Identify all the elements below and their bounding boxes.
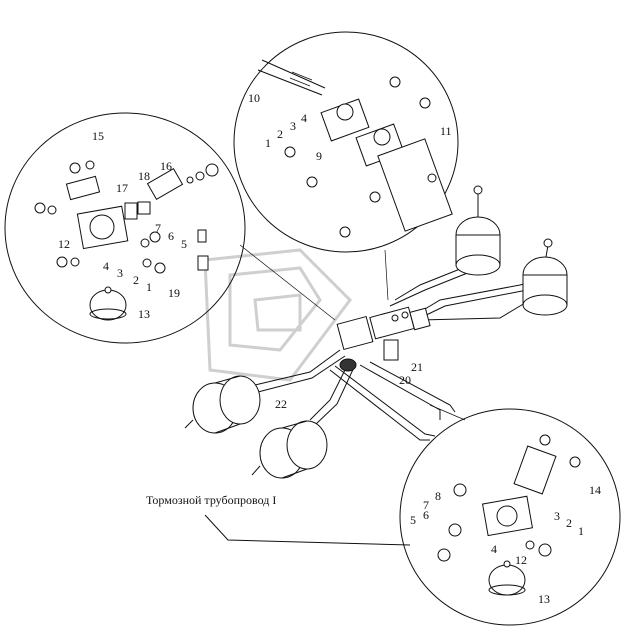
callout-left-7: 7 — [155, 221, 161, 235]
callout-top-10: 10 — [248, 91, 260, 105]
brake-chamber-center-2 — [251, 420, 328, 479]
top-detail-parts — [257, 59, 453, 238]
callouts-top: 10 1 2 3 4 9 11 — [248, 91, 452, 163]
callout-right-2: 2 — [566, 516, 572, 530]
callout-right-12: 12 — [515, 553, 527, 567]
right-detail-parts — [437, 434, 581, 596]
callout-right-3: 3 — [554, 509, 560, 523]
callout-left-13: 13 — [138, 307, 150, 321]
callout-left-1: 1 — [146, 280, 152, 294]
callout-left-17: 17 — [116, 181, 128, 195]
callout-top-4: 4 — [301, 111, 307, 125]
callout-left-12: 12 — [58, 237, 70, 251]
callout-center-21: 21 — [411, 360, 423, 374]
callout-left-4: 4 — [103, 259, 109, 273]
detail-circle-right — [399, 408, 621, 626]
central-valve-assembly — [336, 306, 431, 372]
callout-top-1: 1 — [265, 136, 271, 150]
leader-line-left — [239, 244, 336, 321]
callout-left-15: 15 — [92, 129, 104, 143]
callout-top-2: 2 — [277, 127, 283, 141]
diagram-caption: Тормозной трубопровод I — [146, 493, 276, 507]
callout-center-22: 22 — [275, 397, 287, 411]
callouts-right: 14 12 13 7 8 6 5 4 3 2 1 — [410, 483, 601, 606]
callout-top-9: 9 — [316, 149, 322, 163]
callout-top-11: 11 — [440, 124, 452, 138]
callout-right-5: 5 — [410, 513, 416, 527]
frame-edge — [204, 514, 411, 546]
detail-circle-top — [233, 31, 459, 253]
callout-right-6: 6 — [423, 508, 429, 522]
left-detail-parts — [34, 160, 219, 321]
callout-right-7: 7 — [423, 498, 429, 512]
watermark-logo — [203, 248, 352, 382]
callout-left-6: 6 — [168, 229, 174, 243]
brake-chamber-right-2 — [522, 238, 568, 316]
callout-center-20: 20 — [399, 373, 411, 387]
callout-left-19: 19 — [168, 286, 180, 300]
callout-right-1: 1 — [578, 524, 584, 538]
callouts-center: 21 20 22 — [275, 360, 423, 411]
callout-right-4: 4 — [491, 542, 497, 556]
brake-chamber-right-1 — [455, 185, 501, 276]
callout-left-5: 5 — [181, 237, 187, 251]
leader-line-top — [384, 249, 389, 301]
callouts-left: 15 18 16 17 12 7 6 5 4 3 2 1 19 13 — [58, 129, 187, 321]
callout-right-8: 8 — [435, 489, 441, 503]
callout-top-3: 3 — [290, 119, 296, 133]
detail-circle-left — [4, 112, 246, 344]
callout-right-13: 13 — [538, 592, 550, 606]
callout-right-14: 14 — [589, 483, 601, 497]
brake-chamber-center-1 — [184, 375, 261, 434]
callout-left-3: 3 — [117, 266, 123, 280]
callout-left-18: 18 — [138, 169, 150, 183]
callout-left-2: 2 — [133, 273, 139, 287]
pipelines — [224, 264, 541, 441]
callout-left-16: 16 — [160, 159, 172, 173]
